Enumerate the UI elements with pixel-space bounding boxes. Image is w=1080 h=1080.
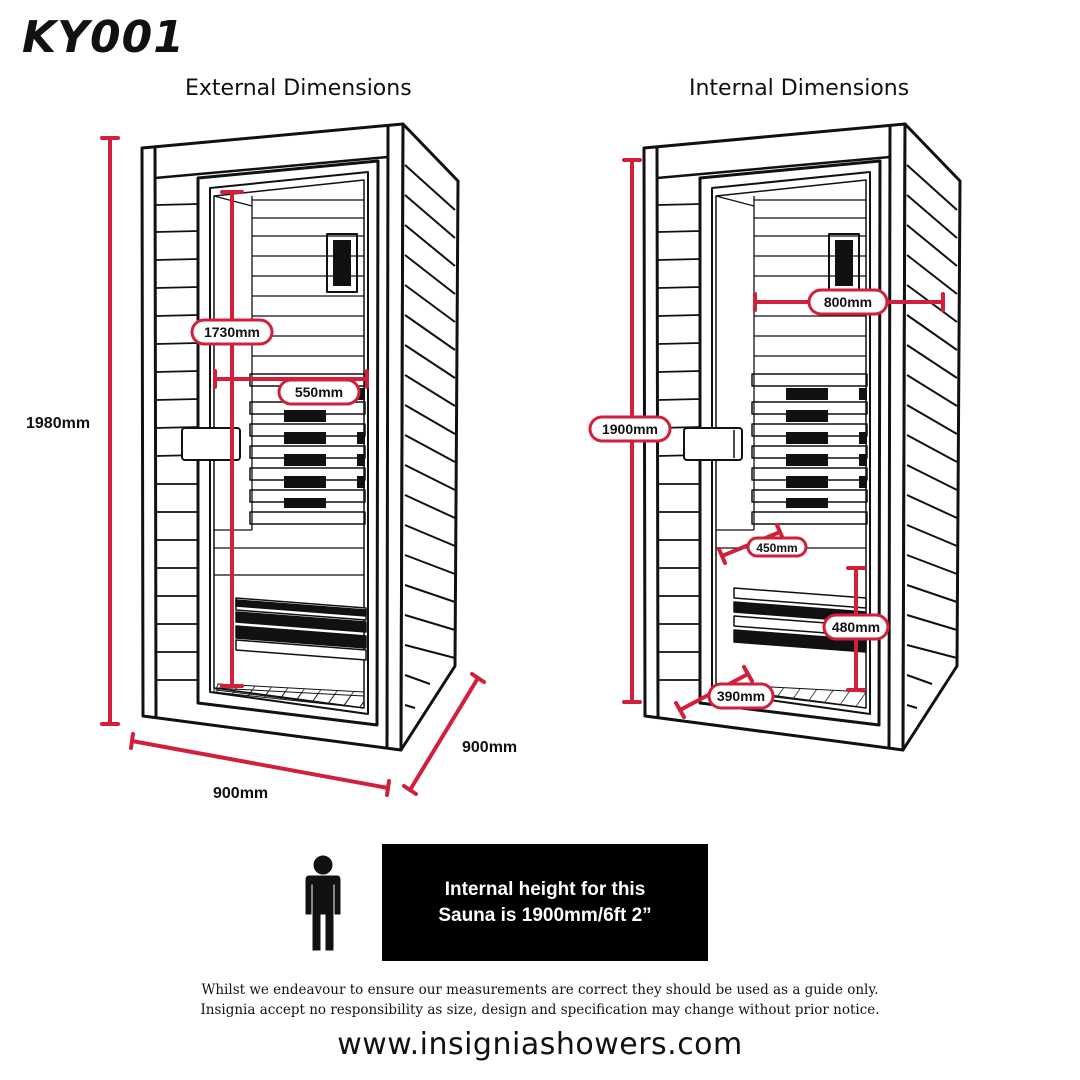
internal-sauna-drawing xyxy=(642,122,962,752)
external-sauna-drawing xyxy=(140,122,460,752)
ext-door-handle xyxy=(181,427,241,461)
ext-door-height-label: 1730mm xyxy=(204,324,260,340)
int-side-panel xyxy=(901,122,962,752)
disclaimer: Whilst we endeavour to ensure our measur… xyxy=(0,980,1080,1020)
int-floor-depth-label: 390mm xyxy=(717,688,765,704)
int-door-handle xyxy=(683,427,743,461)
int-bench-height-label: 480mm xyxy=(832,619,880,635)
ext-height-label: 1980mm xyxy=(26,415,91,432)
external-dimension-lines xyxy=(100,136,486,797)
ext-width-label: 900mm xyxy=(213,785,269,802)
internal-dimensions-title: Internal Dimensions xyxy=(689,76,910,101)
external-dimensions-title: External Dimensions xyxy=(185,76,412,101)
pill-1730 xyxy=(190,318,274,346)
person-icon xyxy=(305,855,341,951)
website-url: www.insigniashowers.com xyxy=(337,1027,743,1062)
disclaimer-line-1: Whilst we endeavour to ensure our measur… xyxy=(201,982,879,998)
ext-control-panel xyxy=(326,233,358,293)
ext-door xyxy=(196,159,380,727)
disclaimer-line-2: Insignia accept no responsibility as siz… xyxy=(200,1002,880,1018)
int-door xyxy=(698,159,882,727)
int-height-label: 1900mm xyxy=(602,421,658,437)
int-bench-depth-label: 450mm xyxy=(756,541,797,555)
info-line-2: Sauna is 1900mm/6ft 2” xyxy=(438,904,652,926)
int-width-label: 800mm xyxy=(824,294,872,310)
ext-door-width-label: 550mm xyxy=(295,384,343,400)
ext-side-panel xyxy=(399,122,460,752)
model-code: KY001 xyxy=(22,12,185,63)
internal-height-info-box: Internal height for this Sauna is 1900mm… xyxy=(382,844,708,961)
ext-depth-label: 900mm xyxy=(462,739,518,756)
info-line-1: Internal height for this xyxy=(444,878,646,900)
